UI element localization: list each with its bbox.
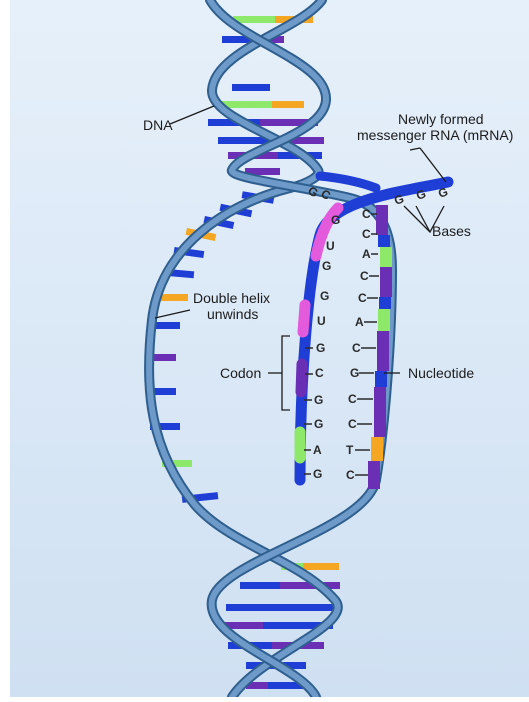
template-base: C <box>348 417 357 431</box>
template-nucleotide <box>376 205 388 235</box>
mrna-label-line2: messenger RNA (mRNA) <box>357 127 513 143</box>
template-nucleotide <box>368 461 380 489</box>
template-nucleotide <box>380 267 392 297</box>
base-pair-rung <box>303 563 339 570</box>
template-base: C <box>348 392 357 406</box>
nucleotide-label: Nucleotide <box>408 365 474 381</box>
rna-base: A <box>313 443 322 457</box>
template-base: C <box>362 227 371 241</box>
base-pair-rung <box>240 582 280 589</box>
template-nucleotide <box>377 331 389 371</box>
template-base: C <box>358 291 367 305</box>
template-base: C <box>360 269 369 283</box>
template-base: C <box>352 341 361 355</box>
rna-base: U <box>317 314 326 328</box>
rna-base: G <box>314 393 323 407</box>
template-nucleotide <box>374 387 386 437</box>
bases-label: Bases <box>432 223 471 239</box>
codon-label: Codon <box>220 365 261 381</box>
base-pair-rung <box>232 84 270 91</box>
rna-base: G <box>313 467 322 481</box>
template-base: A <box>355 315 364 329</box>
template-base: A <box>362 247 371 261</box>
base-pair-rung <box>272 101 304 108</box>
template-nucleotide <box>378 309 390 331</box>
mrna-label-line1: Newly formed <box>398 111 484 127</box>
rna-base: G <box>322 259 331 273</box>
double-helix-label-line2: unwinds <box>207 306 258 322</box>
rna-base: G <box>320 289 329 303</box>
template-base: C <box>362 207 371 221</box>
mrna-segment-purple <box>301 364 302 392</box>
template-nucleotide <box>371 437 383 461</box>
template-base: C <box>346 468 355 482</box>
template-nucleotide <box>378 235 390 247</box>
template-nucleotide <box>380 247 392 267</box>
template-base: T <box>346 443 354 457</box>
rna-base: G <box>314 417 323 431</box>
rna-base: G <box>316 341 325 355</box>
rna-base: U <box>326 239 335 253</box>
rna-base: G <box>331 213 340 227</box>
base-pair-rung <box>226 604 338 611</box>
mrna-segment-pink <box>303 305 305 332</box>
dna-label: DNA <box>143 117 173 133</box>
template-base: G <box>350 366 359 380</box>
double-helix-label-line1: Double helix <box>193 290 270 306</box>
rna-base: C <box>315 366 324 380</box>
template-nucleotide <box>379 297 391 309</box>
